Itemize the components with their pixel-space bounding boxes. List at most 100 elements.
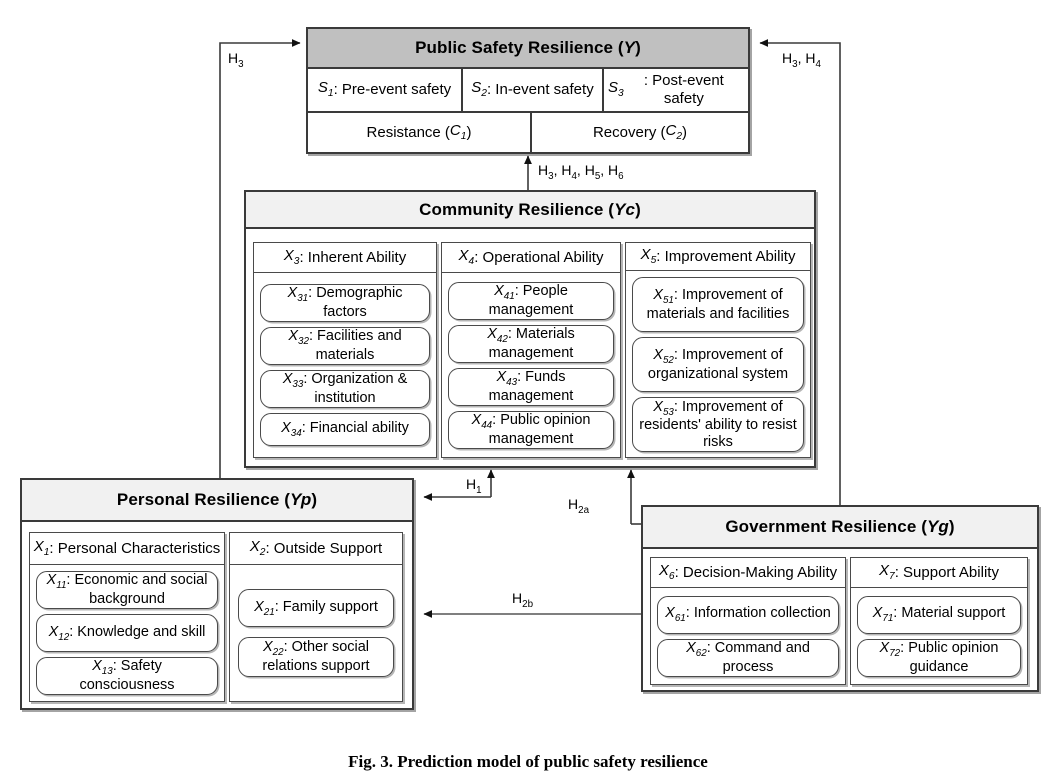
indicator-x51: X51: Improvement of materials and facili… (632, 276, 804, 332)
indicator-sub: 21 (263, 606, 275, 618)
indicator-x34: X34: Financial ability (260, 413, 430, 446)
indicator-code: X (92, 658, 102, 675)
dimension-sub: 4 (468, 256, 475, 268)
dimension-title: X1: Personal Characteristics (30, 533, 224, 565)
title-variable: Yp (290, 490, 312, 509)
indicator-x71: X71: Material support (857, 595, 1021, 634)
dimension-items: X31: Demographic factors X32: Facilities… (254, 273, 436, 457)
title-close: ) (948, 517, 955, 536)
capacity-label: Recovery ( (592, 123, 666, 141)
stage-cell-s1: S1: Pre-event safety (308, 69, 461, 111)
indicator-sub: 61 (674, 612, 686, 624)
stage-label: : Pre-event safety (333, 81, 452, 99)
indicator-label: : Economic and social background (66, 572, 208, 608)
indicator-code: X (288, 328, 299, 345)
indicator-label: : Improvement of materials and facilitie… (646, 286, 790, 322)
indicator-sub: 12 (58, 631, 70, 643)
indicator-code: X (287, 285, 298, 302)
indicator-x72: X72: Public opinion guidance (857, 638, 1021, 677)
label-h2a: H2a (568, 496, 590, 516)
indicator-code: X (46, 572, 57, 589)
indicator-x32: X32: Facilities and materials (260, 327, 430, 365)
indicator-code: X (471, 411, 482, 428)
indicator-sub: 53 (662, 406, 674, 418)
figure-caption: Fig. 3. Prediction model of public safet… (348, 752, 708, 771)
dimension-title: X3: Inherent Ability (254, 243, 436, 273)
stage-cell-s3: S3: Post-event safety (602, 69, 748, 111)
stage-code: S (471, 79, 482, 97)
indicator-x21: X21: Family support (238, 589, 394, 627)
dimension-items: X11: Economic and social background X12:… (30, 565, 224, 701)
capacity-cell-c1: Resistance (C1) (308, 113, 530, 152)
dimension-items: X71: Material support X72: Public opinio… (851, 588, 1027, 684)
capacity-code: C (449, 121, 461, 139)
indicator-label: : Command and process (706, 639, 810, 675)
label-h3-left: H3 (228, 50, 244, 70)
stage-code: S (608, 79, 619, 97)
dimension-label: : Personal Characteristics (49, 539, 221, 557)
indicator-x22: X22: Other social relations support (238, 637, 394, 677)
indicator-x61: X61: Information collection (657, 595, 839, 634)
indicator-sub: 71 (882, 612, 894, 624)
indicator-x31: X31: Demographic factors (260, 284, 430, 322)
indicator-code: X (48, 623, 59, 640)
indicator-sub: 33 (292, 379, 304, 391)
dimension-sub: 6 (668, 571, 675, 583)
dimension-title: X6: Decision-Making Ability (651, 558, 845, 588)
indicator-label: : Safety consciousness (79, 658, 175, 694)
indicator-label: : Material support (893, 605, 1006, 622)
indicator-label: : Improvement of organizational system (647, 346, 789, 382)
indicator-label: : Funds management (488, 368, 574, 404)
indicator-x52: X52: Improvement of organizational syste… (632, 336, 804, 392)
dimension-label: : Decision-Making Ability (674, 563, 838, 581)
indicator-x43: X43: Funds management (448, 367, 614, 406)
indicator-label: : Materials management (488, 325, 575, 361)
dimension-code: X (658, 562, 669, 580)
title-close: ) (311, 490, 318, 509)
capacity-sub: 1 (460, 130, 467, 142)
personal-resilience-panel: Personal Resilience (Yp) X1: Personal Ch… (20, 478, 414, 710)
capacity-label: Resistance ( (366, 123, 450, 141)
title-text: Personal Resilience ( (116, 490, 291, 509)
indicator-label: : Family support (274, 598, 378, 615)
government-resilience-panel: Government Resilience (Yg) X6: Decision-… (641, 505, 1039, 692)
government-resilience-title: Government Resilience (Yg) (643, 507, 1037, 549)
indicator-x41: X41: People management (448, 281, 614, 320)
dimension-title: X7: Support Ability (851, 558, 1027, 588)
title-variable: Yc (614, 199, 636, 219)
indicator-sub: 32 (298, 336, 309, 348)
stage-code: S (317, 79, 328, 97)
dimension-title: X4: Operational Ability (442, 243, 620, 273)
stage-label: : In-event safety (486, 81, 594, 99)
label-h1: H1 (466, 476, 482, 496)
indicator-sub: 52 (662, 354, 674, 366)
dimension-code: X (249, 538, 260, 556)
dimension-label: : Support Ability (894, 563, 999, 581)
stage-cell-s2: S2: In-event safety (461, 69, 602, 111)
dimension-code: X (283, 247, 294, 265)
public-safety-capacity-row: Resistance (C1) Recovery (C2) (308, 111, 748, 152)
dimension-items: X41: People management X42: Materials ma… (442, 273, 620, 457)
indicator-sub: 51 (662, 294, 674, 306)
dimension-code: X (33, 538, 44, 556)
capacity-sub: 2 (676, 130, 683, 142)
dimension-items: X61: Information collection X62: Command… (651, 588, 845, 684)
indicator-x62: X62: Command and process (657, 638, 839, 677)
indicator-label: : Financial ability (301, 420, 409, 437)
indicator-label: : Improvement of residents' ability to r… (639, 398, 797, 450)
indicator-sub: 22 (272, 647, 284, 659)
title-close: ) (635, 38, 641, 57)
title-text: Community Resilience ( (419, 199, 615, 219)
capacity-code: C (665, 121, 677, 139)
dimension-x5-improvement-ability: X5: Improvement Ability X51: Improvement… (625, 242, 811, 458)
capacity-close: ) (682, 123, 688, 141)
dimension-sub: 2 (259, 547, 266, 559)
indicator-x12: X12: Knowledge and skill (36, 614, 218, 652)
indicator-label: : Organization & institution (303, 371, 408, 407)
indicator-label: : Public opinion guidance (900, 639, 999, 675)
capacity-cell-c2: Recovery (C2) (530, 113, 748, 152)
indicator-label: : Knowledge and skill (69, 623, 206, 640)
dimension-items: X21: Family support X22: Other social re… (230, 565, 402, 701)
indicator-code: X (282, 371, 293, 388)
indicator-sub: 34 (290, 427, 302, 439)
